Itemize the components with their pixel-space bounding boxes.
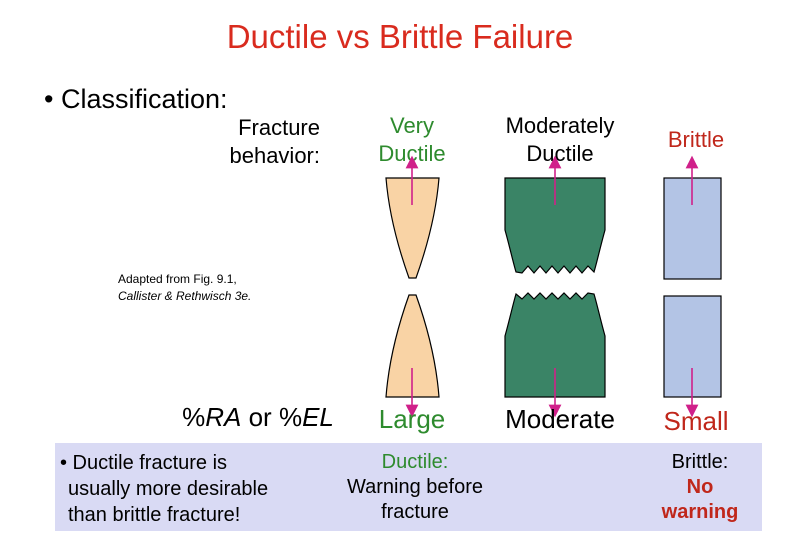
ra-el-label: %RA or %EL xyxy=(168,402,348,433)
brittle-note-title: Brittle: xyxy=(671,451,729,473)
moderately-ductile-top-specimen xyxy=(504,177,606,274)
summary-box xyxy=(55,443,762,531)
slide-title: Ductile vs Brittle Failure xyxy=(226,18,574,55)
desirability-note: • Ductile fracture is usually more desir… xyxy=(60,450,300,528)
brittle-label: Brittle xyxy=(667,127,725,152)
ductile-note-line-2: fracture xyxy=(381,501,449,523)
moderately-ductile-bottom-specimen xyxy=(504,292,606,398)
ra-term: RA xyxy=(205,402,242,432)
small-label: Small xyxy=(663,406,729,436)
note-line-3: than brittle fracture! xyxy=(68,504,241,526)
note-line-2: usually more desirable xyxy=(68,478,269,500)
percent-prefix: % xyxy=(182,402,206,432)
or-term: or % xyxy=(241,402,303,432)
fracture-behavior-label: Fracture behavior: xyxy=(200,114,320,170)
brittle-warning-note: Brittle: No warning xyxy=(640,450,760,525)
brittle-note-line-2: warning xyxy=(661,501,739,523)
citation-line-1: Adapted from Fig. 9.1, xyxy=(118,272,237,286)
very-ductile-line-1: Very xyxy=(389,113,435,138)
very-ductile-label: Very Ductile xyxy=(360,112,464,168)
note-line-1: • Ductile fracture is xyxy=(60,452,228,474)
fracture-behavior-line-2: behavior: xyxy=(229,143,320,168)
ductile-note-line-1: Warning before xyxy=(347,476,483,498)
classification-bullet: • Classification: xyxy=(44,84,228,114)
el-term: EL xyxy=(302,402,334,432)
moderately-ductile-line-1: Moderately xyxy=(505,113,615,138)
citation-line-2: Callister & Rethwisch 3e. xyxy=(118,289,252,303)
large-label: Large xyxy=(378,404,446,434)
very-ductile-bottom-specimen xyxy=(385,294,440,398)
moderate-label: Moderate xyxy=(505,404,615,434)
very-ductile-top-specimen xyxy=(385,177,440,279)
ductile-warning-note: Ductile: Warning before fracture xyxy=(330,450,500,525)
figure-citation: Adapted from Fig. 9.1, Callister & Rethw… xyxy=(118,271,251,305)
fracture-behavior-line-1: Fracture xyxy=(238,115,320,140)
brittle-note-line-1: No xyxy=(686,476,714,498)
ductile-note-title: Ductile: xyxy=(381,451,449,473)
